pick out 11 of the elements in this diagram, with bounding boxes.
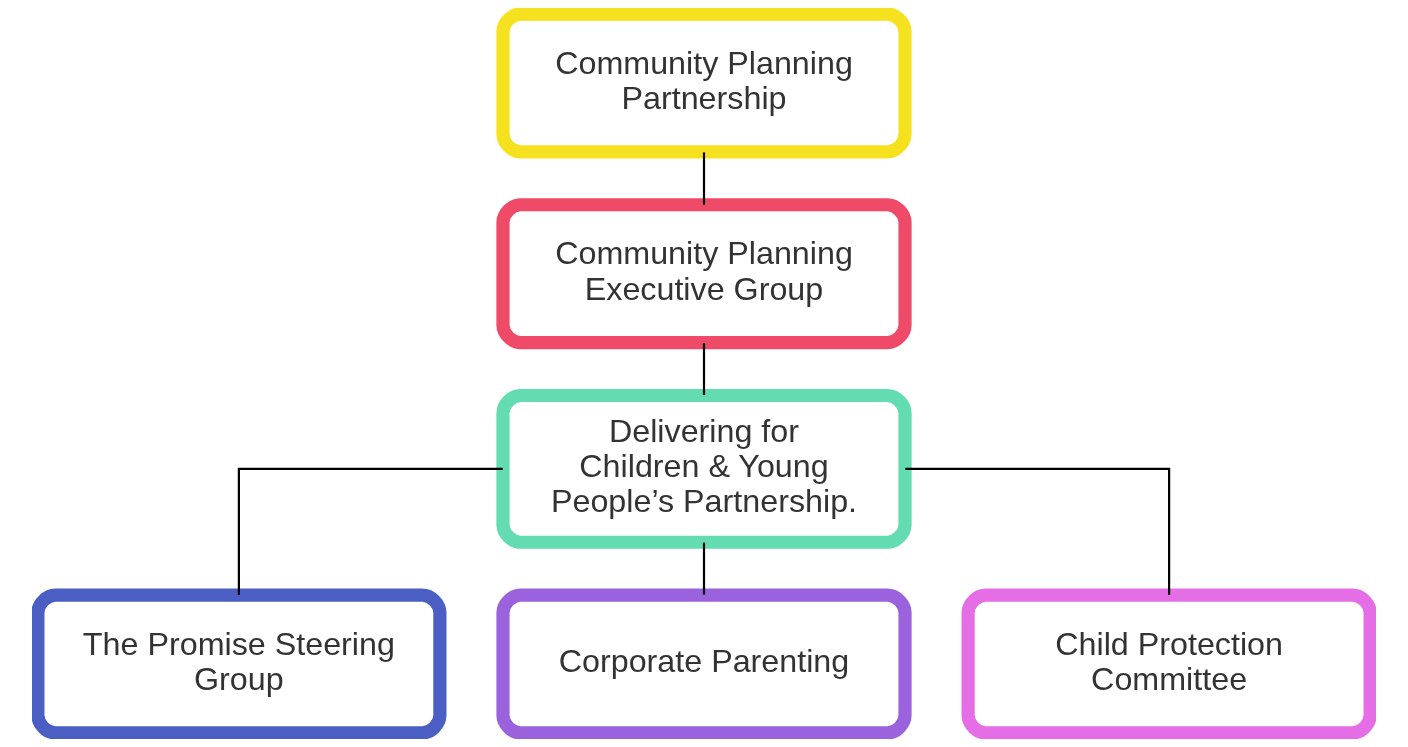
connector (237, 467, 503, 595)
connector (702, 343, 706, 396)
connector (702, 542, 706, 595)
node-box: Community Planning Executive Group (496, 198, 912, 350)
connector (702, 152, 706, 205)
connector (905, 467, 1171, 595)
node-box: Delivering for Children & Young People’s Partnership. (496, 388, 912, 549)
node-box: Corporate Parenting (496, 588, 912, 739)
node-box: The Promise Steering Group (32, 588, 447, 739)
node-box: Community Planning Partnership (496, 8, 912, 159)
node-box: Child Protection Committee (961, 588, 1376, 739)
